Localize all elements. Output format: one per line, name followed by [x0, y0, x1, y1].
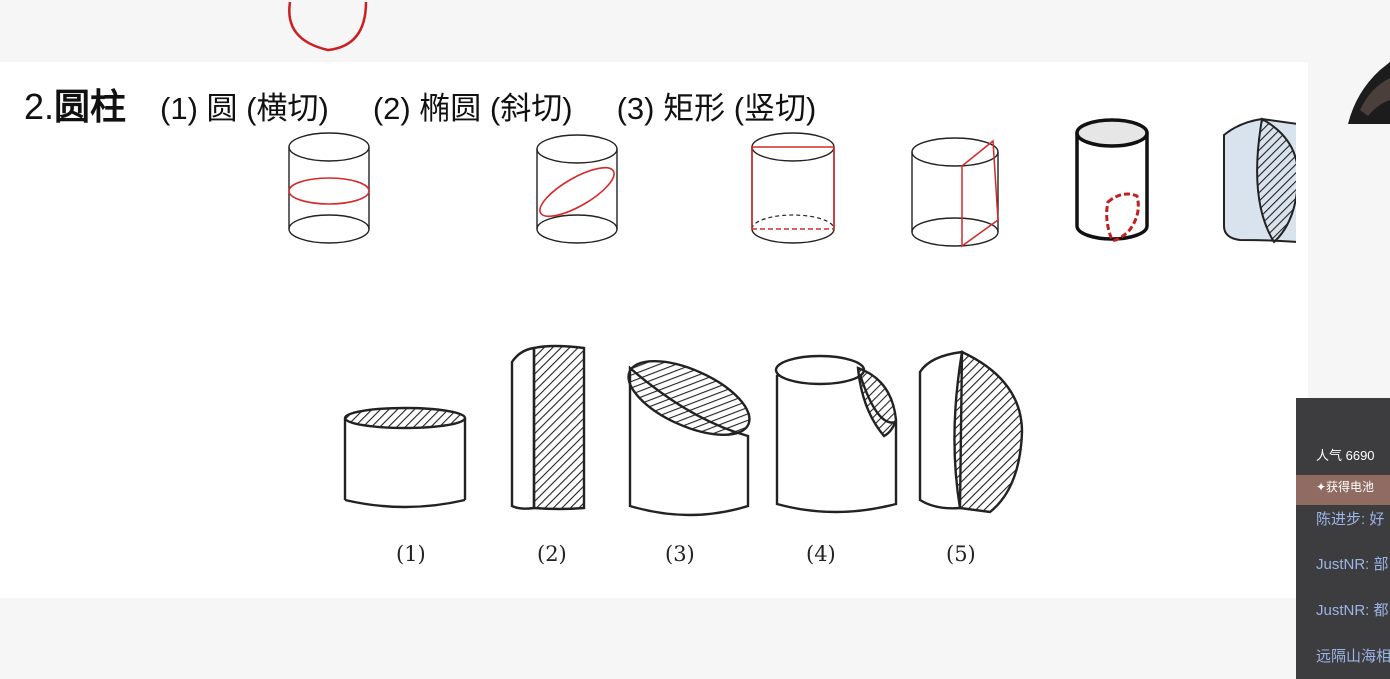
figure-label-4: (4) — [806, 542, 836, 566]
red-annotation-stroke — [288, 1, 368, 52]
half-cylinder-shaded — [1223, 117, 1296, 244]
figure-label-3: (3) — [665, 542, 695, 566]
title-number: 2. — [24, 86, 55, 127]
cylinder-illustrations-top — [288, 117, 1296, 248]
gift-banner-text: ✦获得电池 — [1316, 480, 1375, 494]
figure-label-2: (2) — [537, 542, 567, 566]
figure-3-oblique-section — [627, 360, 751, 517]
figure-label-1: (1) — [396, 542, 426, 566]
title-name: 圆柱 — [54, 86, 127, 127]
cylinder-oblique-section — [536, 134, 618, 244]
cut-label-oblique: (2) 椭圆 (斜切) — [372, 91, 573, 126]
presenter-silhouette — [1348, 62, 1390, 124]
cut-label-vertical: (3) 矩形 (竖切) — [616, 91, 817, 126]
figure-1-top-section — [343, 406, 467, 509]
webcam-feed — [1308, 0, 1390, 400]
figure-2-vertical-section — [510, 344, 586, 511]
gift-banner: ✦获得电池 — [1296, 475, 1390, 505]
cut-label-horizontal: (1) 圆 (横切) — [160, 91, 329, 126]
cylinder-vertical-section-side — [911, 137, 999, 248]
cut-cylinder-figures-bottom — [343, 344, 1024, 517]
cylinder-corner-cut — [1075, 118, 1149, 242]
slide-title-row: 2. 圆柱 (1) 圆 (横切) (2) 椭圆 (斜切) (3) 矩形 (竖切) — [24, 78, 860, 128]
cylinder-vertical-section-front — [751, 132, 835, 244]
figure-label-5: (5) — [946, 542, 976, 566]
chat-message: 远隔山海相 — [1316, 648, 1390, 665]
figure-5-curved-section — [918, 350, 1024, 514]
popularity-count: 人气 6690 — [1316, 448, 1375, 463]
figure-4-corner-section — [774, 354, 898, 514]
cylinder-horizontal-section — [288, 132, 370, 244]
chat-message: JustNR: 都 — [1316, 602, 1389, 619]
chat-message: JustNR: 部 — [1316, 556, 1389, 573]
chat-message: 陈进步: 好 — [1316, 511, 1385, 528]
live-chat-panel: 人气 6690 ✦获得电池 陈进步: 好 JustNR: 部 JustNR: 都… — [1296, 398, 1390, 679]
